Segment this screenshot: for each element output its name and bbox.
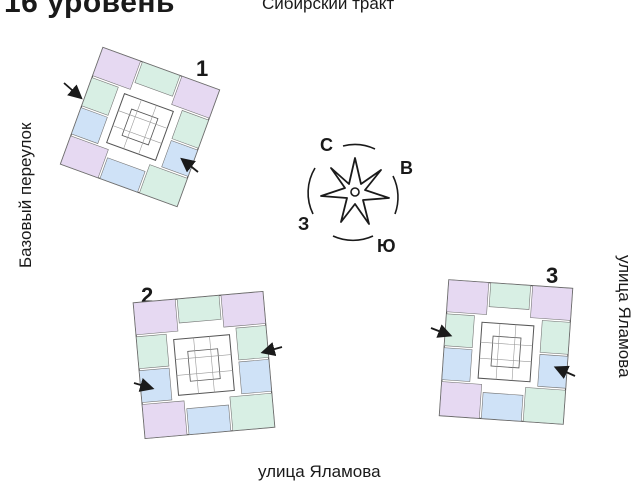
entrance-arrow-icon xyxy=(63,82,83,100)
compass-west-label: З xyxy=(298,214,309,234)
entrance-arrow-icon xyxy=(180,157,199,173)
building-2-floorplan[interactable] xyxy=(132,290,276,440)
compass-rose-icon: С В Ю З xyxy=(298,135,413,256)
building-number-3: 3 xyxy=(546,263,559,288)
entrance-arrow-icon xyxy=(133,378,155,392)
compass-north-label: С xyxy=(320,135,333,155)
compass-south-label: Ю xyxy=(377,236,396,256)
building-number-1: 1 xyxy=(196,56,209,81)
building-3-floorplan[interactable] xyxy=(438,279,574,425)
compass-east-label: В xyxy=(400,158,413,178)
building-1-floorplan[interactable] xyxy=(59,46,221,208)
street-label-top: Сибирский тракт xyxy=(262,0,395,13)
entrance-arrow-icon xyxy=(553,365,576,379)
entrance-arrow-icon xyxy=(260,342,283,357)
entrance-arrow-icon xyxy=(430,324,453,338)
page-title: 16 уровень xyxy=(4,0,175,19)
street-label-bottom: улица Яламова xyxy=(258,462,381,481)
